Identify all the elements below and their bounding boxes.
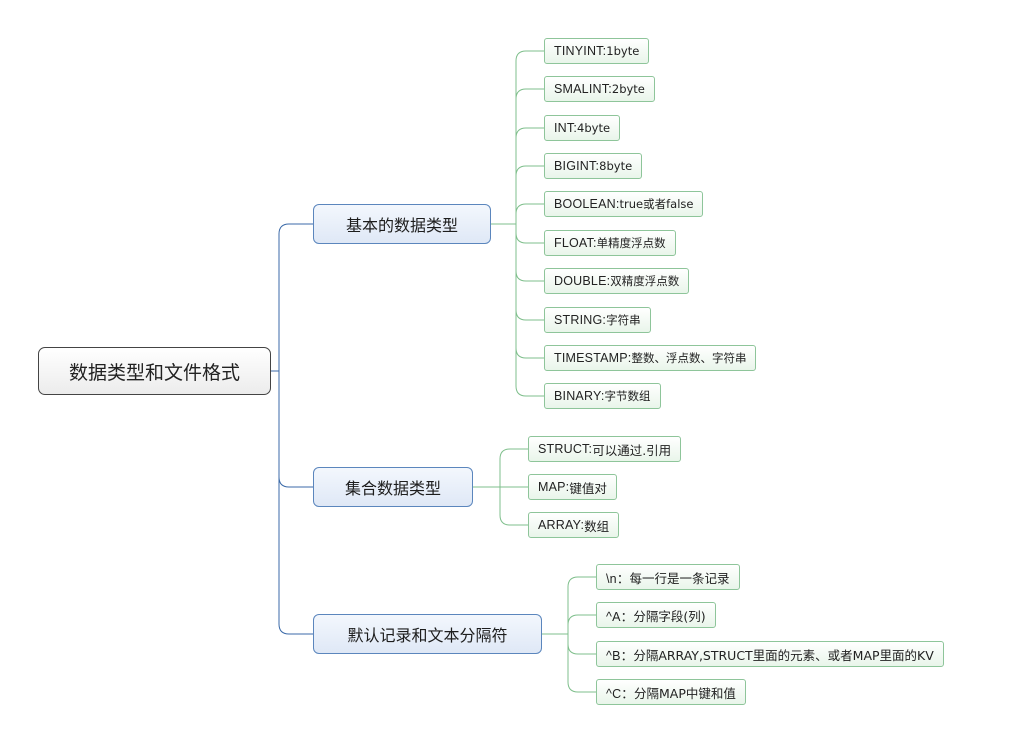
leaf-struct[interactable]: STRUCT:可以通过.引用: [528, 436, 682, 462]
leaf-ctrl-b[interactable]: ^B：分隔ARRAY,STRUCT里面的元素、或者MAP里面的KV: [596, 641, 944, 667]
leaf-binary[interactable]: BINARY:字节数组: [544, 383, 661, 409]
leaf-tinyint[interactable]: TINYINT:1byte: [544, 38, 650, 64]
leaf-desc: 可以通过.引用: [592, 442, 672, 458]
leaf-desc: 分隔MAP中键和值: [634, 685, 736, 701]
branch-delimiters[interactable]: 默认记录和文本分隔符: [313, 614, 542, 654]
leaf-desc: 整数、浮点数、字符串: [631, 351, 747, 365]
leaf-desc: 1byte: [606, 44, 640, 58]
leaf-key: BOOLEAN:: [554, 197, 620, 211]
leaf-ctrl-c[interactable]: ^C：分隔MAP中键和值: [596, 679, 746, 705]
branch-label: 默认记录和文本分隔符: [347, 626, 508, 645]
branch-basic-types[interactable]: 基本的数据类型: [313, 204, 491, 244]
leaf-desc: 分隔字段(列): [633, 608, 706, 624]
branch-1-connectors: [491, 50, 544, 397]
leaf-key: BIGINT:: [554, 159, 600, 173]
leaf-key: MAP:: [538, 480, 570, 494]
branch-label: 基本的数据类型: [345, 216, 458, 235]
leaf-smalint[interactable]: SMALINT:2byte: [544, 76, 655, 102]
leaf-key: DOUBLE:: [554, 274, 611, 288]
leaf-key: TINYINT:: [554, 44, 607, 58]
leaf-desc: 2byte: [611, 82, 645, 96]
link-root-branch-2: [278, 371, 313, 488]
leaf-ctrl-a[interactable]: ^A：分隔字段(列): [596, 602, 716, 628]
leaf-desc: 4byte: [577, 121, 611, 135]
leaf-key: ARRAY:: [538, 518, 585, 532]
branch-2-connectors: [473, 448, 528, 526]
leaf-float[interactable]: FLOAT:单精度浮点数: [544, 230, 676, 256]
leaf-key: FLOAT:: [554, 236, 597, 250]
leaf-key: ^C：: [606, 686, 634, 701]
leaf-timestamp[interactable]: TIMESTAMP:整数、浮点数、字符串: [544, 345, 757, 371]
leaf-desc: 单精度浮点数: [596, 236, 666, 250]
leaf-desc: true或者false: [619, 197, 694, 211]
leaf-bigint[interactable]: BIGINT:8byte: [544, 153, 643, 179]
leaf-desc: 8byte: [599, 159, 633, 173]
leaf-key: BINARY:: [554, 389, 605, 403]
leaf-key: ^B：: [606, 648, 634, 663]
leaf-key: STRING:: [554, 313, 607, 327]
root-label: 数据类型和文件格式: [68, 361, 240, 384]
leaf-string[interactable]: STRING:字符串: [544, 307, 651, 333]
leaf-key: ^A：: [606, 609, 634, 624]
root-connectors: [271, 223, 313, 635]
leaf-key: STRUCT:: [538, 442, 593, 456]
leaf-desc: 数组: [584, 518, 610, 534]
leaf-double[interactable]: DOUBLE:双精度浮点数: [544, 268, 690, 294]
leaf-key: SMALINT:: [554, 82, 612, 96]
leaf-key: \n：: [606, 571, 630, 586]
branch-collection-types[interactable]: 集合数据类型: [313, 467, 473, 507]
leaf-int[interactable]: INT:4byte: [544, 115, 621, 141]
leaf-desc: 字节数组: [604, 389, 651, 403]
leaf-key: INT:: [554, 121, 578, 135]
link-root-branch-3: [278, 477, 313, 635]
root-node[interactable]: 数据类型和文件格式: [38, 347, 271, 395]
branch-label: 集合数据类型: [344, 479, 441, 498]
link-root-branch-1: [271, 223, 313, 372]
leaf-desc: 键值对: [569, 480, 607, 496]
leaf-array[interactable]: ARRAY:数组: [528, 512, 620, 538]
leaf-key: TIMESTAMP:: [554, 351, 632, 365]
leaf-desc: 双精度浮点数: [610, 274, 680, 288]
leaf-desc: 每一行是一条记录: [629, 570, 730, 586]
leaf-desc: 分隔ARRAY,STRUCT里面的元素、或者MAP里面的KV: [633, 647, 934, 663]
leaf-desc: 字符串: [606, 313, 641, 327]
branch-3-connectors: [542, 576, 596, 693]
leaf-map[interactable]: MAP:键值对: [528, 474, 617, 500]
leaf-boolean[interactable]: BOOLEAN:true或者false: [544, 191, 704, 217]
leaf-newline[interactable]: \n：每一行是一条记录: [596, 564, 740, 590]
